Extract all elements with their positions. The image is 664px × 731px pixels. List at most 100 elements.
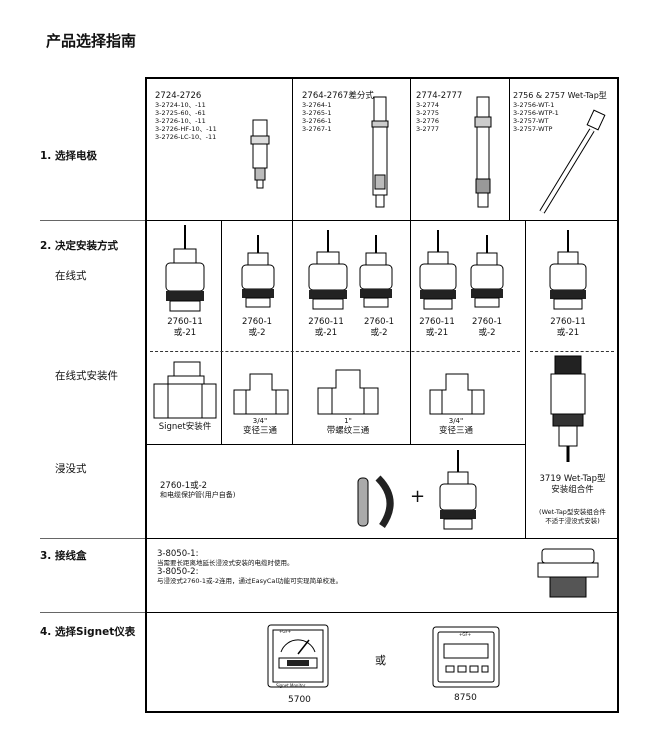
inline-sensor-1-image	[241, 235, 275, 308]
fitting-label: Signet安装件	[150, 422, 220, 433]
wettap-label: 3719 Wet-Tap型 安装组合件	[525, 474, 620, 496]
electrode-head: 2724-2726	[155, 91, 202, 101]
section-select-electrode: 1. 选择电极	[40, 150, 97, 162]
model-alt: 或-21	[425, 328, 449, 338]
electrode-model: 3-2757-WTP	[513, 125, 553, 133]
junction-code: 3-8050-1:	[157, 549, 199, 559]
electrode-model: 3-2726-LC-10、-11	[155, 133, 217, 141]
model-code: 2760-11	[308, 317, 344, 327]
electrode-2756-image	[539, 109, 606, 214]
electrode-model: 3-2724-10、-11	[155, 101, 206, 109]
column-divider	[292, 77, 293, 444]
section-select-meter: 4. 选择Signet仪表	[40, 626, 136, 638]
dashed-separator	[530, 351, 614, 352]
electrode-model: 3-2767-1	[302, 125, 332, 133]
fitting-label: 3/4" 变径三通	[228, 417, 292, 437]
inline-sensor-11-image	[308, 230, 348, 310]
inline-sensor-11-image	[419, 230, 457, 310]
model-code: 2760-1	[471, 317, 503, 327]
row-divider	[145, 220, 619, 221]
fitting-name: 带螺纹三通	[326, 426, 370, 436]
junction-text: 3-8050-1: 当需要长距离地延长浸没式安装的电缆时使用。 3-8050-2…	[157, 549, 342, 585]
page-title: 产品选择指南	[46, 32, 137, 50]
junction-desc: 与浸没式2760-1或-2连用，通过EasyCal功能可实现简单校准。	[157, 577, 343, 585]
meter-5700-brand: Signet Monitor	[276, 683, 306, 688]
electrode-model: 3-2726-10、-11	[155, 117, 206, 125]
model-alt: 或-2	[248, 328, 266, 338]
wettap-note-line: (Wet-Tap型安装组合件	[539, 508, 606, 516]
column-divider	[410, 77, 411, 444]
model-alt: 或-2	[478, 328, 496, 338]
submersion-model: 2760-1或-2	[160, 481, 208, 491]
electrode-head: 2756 & 2757 Wet-Tap型	[513, 91, 607, 100]
electrode-group-2764: 2764-2767差分式 3-2764-1 3-2765-1 3-2766-1 …	[302, 91, 410, 133]
section-install-method: 2. 决定安装方式	[40, 240, 118, 252]
selection-table	[145, 77, 619, 713]
electrode-model: 3-2756-WT-1	[513, 101, 555, 109]
electrode-model: 3-2775	[416, 109, 440, 117]
wettap-title: 3719 Wet-Tap型	[539, 474, 606, 484]
electrode-group-2724: 2724-2726 3-2724-10、-11 3-2725-60、-61 3-…	[155, 91, 290, 141]
label-inline: 在线式	[55, 270, 87, 282]
inline-sensor-1-image	[470, 235, 504, 308]
model-alt: 或-21	[314, 328, 338, 338]
row-divider	[145, 444, 525, 445]
fitting-name: 变径三通	[438, 426, 473, 436]
inline-sensor-label: 2760-11 或-21	[412, 317, 462, 339]
cable-conduit-image	[357, 475, 394, 528]
model-alt: 或-21	[556, 328, 580, 338]
junction-box-image	[537, 548, 599, 598]
model-alt: 或-21	[173, 328, 197, 338]
signet-fitting-image	[153, 361, 217, 419]
row-divider	[40, 538, 146, 539]
meter-8750-logo: +GF+	[459, 632, 472, 637]
submersion-desc: 和电缆保护管(用户自备)	[160, 491, 236, 499]
wettap-assembly-image	[550, 355, 586, 462]
meter-8750-image	[432, 626, 500, 688]
row-divider	[40, 612, 146, 613]
column-divider	[525, 220, 526, 538]
electrode-model: 3-2766-1	[302, 117, 332, 125]
fitting-label: 1" 带螺纹三通	[310, 417, 386, 437]
junction-code: 3-8050-2:	[157, 567, 199, 577]
electrode-model: 3-2756-WTP-1	[513, 109, 559, 117]
model-code: 2760-11	[550, 317, 586, 327]
electrode-model: 3-2765-1	[302, 109, 332, 117]
threaded-tee-image	[317, 369, 379, 415]
model-alt: 或-2	[370, 328, 388, 338]
electrode-model: 3-2725-60、-61	[155, 109, 206, 117]
reducing-tee-image	[233, 373, 289, 415]
meter-5700-image	[267, 624, 329, 688]
submersion-text: 2760-1或-2 和电缆保护管(用户自备)	[160, 481, 235, 500]
model-code: 2760-11	[167, 317, 203, 327]
meter-5700-label: 5700	[288, 695, 311, 705]
meter-5700-logo: +GF+	[279, 629, 292, 634]
inline-sensor-label: 2760-11 或-21	[536, 317, 600, 339]
electrode-model: 3-2776	[416, 117, 440, 125]
fitting-name: Signet安装件	[158, 422, 212, 432]
column-divider	[509, 77, 510, 221]
electrode-head: 2764-2767差分式	[302, 91, 374, 101]
label-inline-fittings: 在线式安装件	[55, 370, 118, 382]
electrode-head: 2774-2777	[416, 91, 463, 101]
electrode-2764-image	[371, 96, 389, 208]
inline-sensor-label: 2760-1 或-2	[462, 317, 512, 339]
reducing-tee-image	[429, 373, 485, 415]
submersion-sensor-image	[439, 450, 477, 530]
fitting-name: 变径三通	[242, 426, 277, 436]
wettap-note-line: 不适于浸没式安装)	[545, 516, 600, 525]
electrode-model: 3-2757-WT	[513, 117, 549, 125]
fitting-size: 1"	[344, 417, 352, 425]
electrode-model: 3-2777	[416, 125, 440, 133]
electrode-2774-image	[474, 96, 492, 208]
inline-sensor-label: 2760-1 或-2	[226, 317, 288, 339]
row-divider	[145, 612, 619, 613]
electrode-model: 3-2774	[416, 101, 440, 109]
model-code: 2760-1	[241, 317, 273, 327]
column-divider	[221, 220, 222, 444]
row-divider	[40, 220, 146, 221]
electrode-group-2756: 2756 & 2757 Wet-Tap型 3-2756-WT-1 3-2756-…	[513, 91, 619, 133]
electrode-2724-image	[250, 119, 270, 189]
inline-sensor-11-image	[549, 230, 587, 310]
inline-sensor-1-image	[359, 235, 393, 308]
